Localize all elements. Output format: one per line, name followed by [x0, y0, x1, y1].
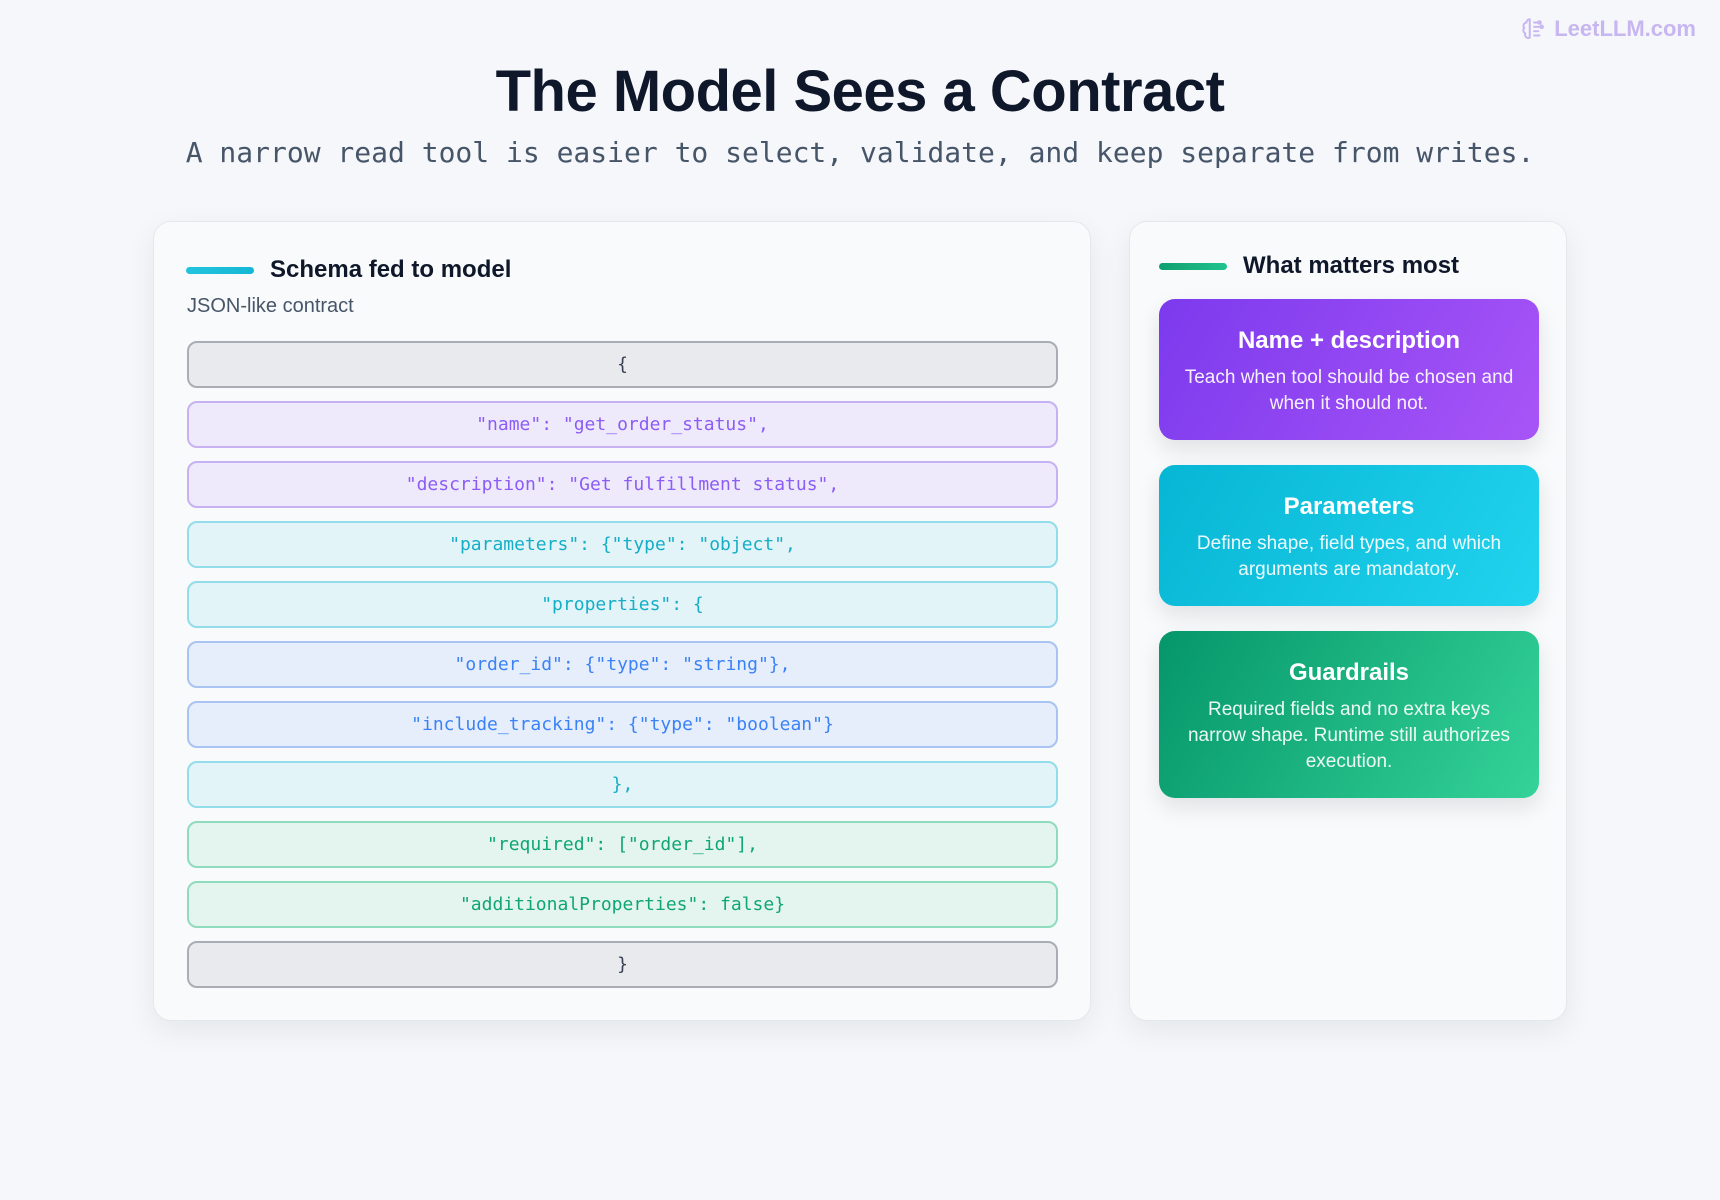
tile-text: Teach when tool should be chosen and whe… — [1184, 367, 1514, 414]
tile-title: Name + description — [1237, 327, 1461, 354]
matters-tiles: Name + description Teach when tool shoul… — [1159, 299, 1539, 823]
code-line-description: "description": "Get fulfillment status", — [187, 461, 1058, 508]
page-subtitle: A narrow read tool is easier to select, … — [185, 136, 1535, 169]
schema-card-subtitle: JSON-like contract — [187, 295, 354, 317]
tile-parameters: Parameters Define shape, field types, an… — [1159, 465, 1539, 606]
brain-icon — [1522, 18, 1545, 39]
code-line-order-id: "order_id": {"type": "string"}, — [187, 641, 1058, 688]
schema-accent-bar — [186, 266, 254, 274]
matters-card: What matters most Name + description Tea… — [1129, 221, 1567, 1021]
schema-code-list: { "name": "get_order_status", "descripti… — [187, 341, 1058, 1001]
tile-title: Guardrails — [1288, 659, 1410, 686]
matters-accent-bar — [1159, 262, 1227, 270]
code-line-close-brace: } — [187, 941, 1058, 988]
schema-card: Schema fed to model JSON-like contract {… — [153, 221, 1091, 1021]
brand-logo[interactable]: LeetLLM.com — [1520, 16, 1696, 42]
code-line-name: "name": "get_order_status", — [187, 401, 1058, 448]
matters-card-header: What matters most — [1159, 252, 1459, 280]
code-line-additional-props: "additionalProperties": false} — [187, 881, 1058, 928]
tile-name-description: Name + description Teach when tool shoul… — [1159, 299, 1539, 440]
code-line-close-properties: }, — [187, 761, 1058, 808]
code-line-include-tracking: "include_tracking": {"type": "boolean"} — [187, 701, 1058, 748]
tile-text: Required fields and no extra keys narrow… — [1187, 699, 1511, 772]
schema-card-title: Schema fed to model — [270, 256, 512, 283]
brand-name: LeetLLM.com — [1554, 16, 1696, 41]
code-line-required: "required": ["order_id"], — [187, 821, 1058, 868]
tile-title: Parameters — [1283, 493, 1415, 520]
tile-guardrails: Guardrails Required fields and no extra … — [1159, 631, 1539, 798]
schema-card-header: Schema fed to model — [186, 256, 511, 284]
code-line-open-brace: { — [187, 341, 1058, 388]
tile-text: Define shape, field types, and which arg… — [1196, 533, 1502, 580]
code-line-properties: "properties": { — [187, 581, 1058, 628]
code-line-parameters: "parameters": {"type": "object", — [187, 521, 1058, 568]
matters-card-title: What matters most — [1243, 252, 1460, 279]
page-title: The Model Sees a Contract — [495, 59, 1225, 124]
